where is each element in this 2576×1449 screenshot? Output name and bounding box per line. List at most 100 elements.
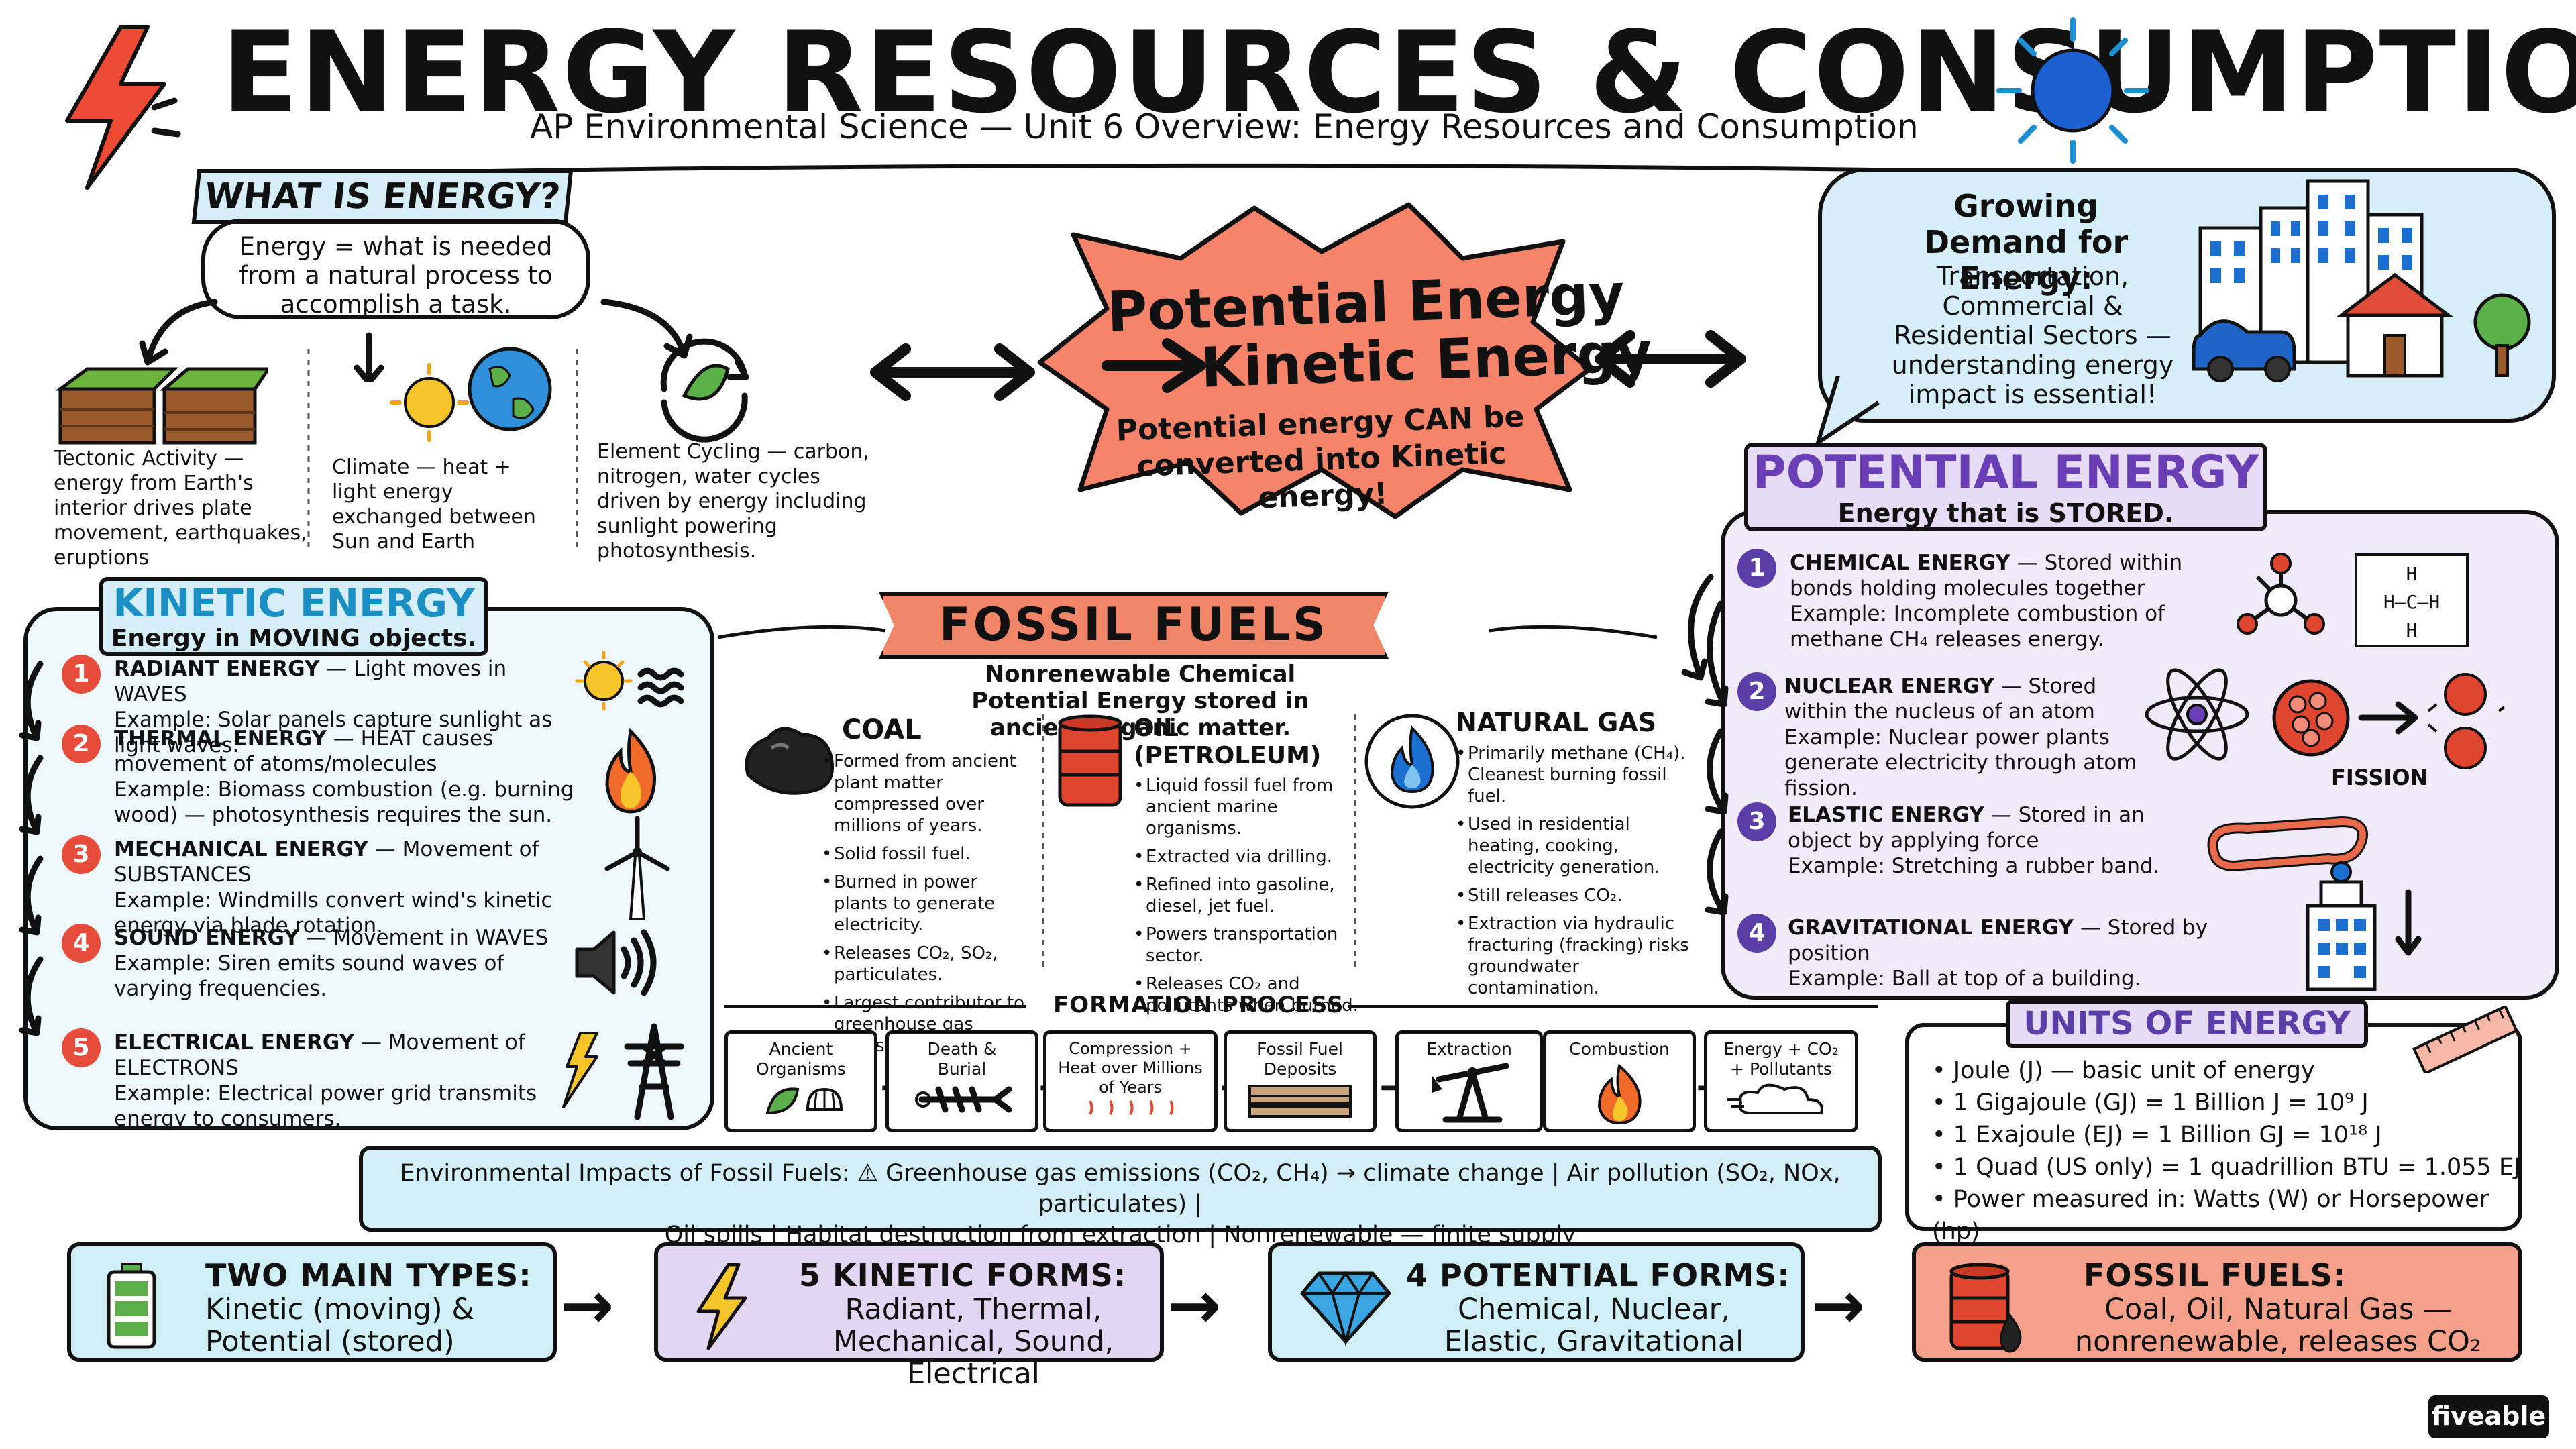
elastic-example: Example: Stretching a rubber band. (1788, 854, 2160, 878)
rubber-band-icon (2207, 816, 2368, 871)
formation-step: Combustion (1543, 1030, 1696, 1132)
unit-item: • Power measured in: Watts (W) or Horsep… (1932, 1186, 2489, 1245)
summary-potential-title: 4 POTENTIAL FORMS: (1406, 1257, 1790, 1293)
formation-step: Compression + Heat over Millions of Year… (1043, 1030, 1218, 1132)
potential-number-1: 1 (1737, 549, 1776, 588)
potential-lead-arrow (1681, 574, 1714, 681)
summary-kinetic-body: Radiant, Thermal, Mechanical, Sound, Ele… (833, 1293, 1114, 1391)
divider-1 (307, 349, 310, 550)
windmill-icon (604, 816, 670, 920)
rock-layers-icon (1248, 1085, 1352, 1118)
electrical-title: ELECTRICAL ENERGY (114, 1030, 355, 1055)
leaf-cycle-icon (660, 338, 749, 443)
page-subtitle: AP Environmental Science — Unit 6 Overvi… (530, 107, 1919, 146)
building-ball-icon (2306, 861, 2422, 991)
fossil-banner: FOSSIL FUELS (879, 592, 1389, 659)
summary-card-types: TWO MAIN TYPES: Kinetic (moving) & Poten… (67, 1242, 557, 1362)
kinetic-number-5: 5 (62, 1028, 101, 1067)
elastic-desc: — Stored in an object by applying force (1788, 803, 2145, 853)
coal-bullets: Formed from ancient plant matter compres… (822, 751, 1036, 1057)
city-icon (2192, 179, 2531, 382)
coal-bullet: Solid fossil fuel. (822, 843, 1036, 865)
leaf-shell-icon (765, 1087, 843, 1115)
summary-fossil-body: Coal, Oil, Natural Gas — nonrenewable, r… (2074, 1293, 2482, 1358)
formation-step: Fossil Fuel Deposits (1224, 1030, 1377, 1132)
gas-flame-icon (1364, 714, 1460, 809)
mechanical-title: MECHANICAL ENERGY (114, 837, 368, 861)
formation-step: Energy + CO₂ + Pollutants (1704, 1030, 1858, 1132)
coal-bullet: Formed from ancient plant matter compres… (822, 751, 1036, 837)
radiant-example: Example: Solar panels capture sunlight a… (114, 708, 553, 757)
potential-banner: POTENTIAL ENERGY Energy that is STORED. (1744, 443, 2267, 531)
right-double-arrow (1595, 330, 1746, 388)
oil-bullet: Extracted via drilling. (1134, 846, 1362, 867)
kinetic-number-4: 4 (62, 924, 101, 963)
unit-gigajoule: 1 Gigajoule (GJ) = 1 Billion J = 10⁹ J (1953, 1089, 2369, 1116)
oil-barrel-icon (1949, 1263, 2022, 1353)
energy-definition: Energy = what is needed from a natural p… (239, 232, 553, 319)
coal-icon (745, 727, 835, 795)
fiveable-logo[interactable]: fiveable (2428, 1395, 2549, 1438)
methane-h-bottom: H (2406, 619, 2418, 641)
potential-number-3: 3 (1737, 802, 1776, 841)
units-list: • Joule (J) — basic unit of energy • 1 G… (1932, 1055, 2522, 1248)
gravitational-desc: — Stored by position (1788, 916, 2208, 965)
fire-icon (605, 727, 657, 814)
sun-icon (1996, 17, 2149, 164)
formation-step-label: Fossil Fuel Deposits (1257, 1039, 1343, 1079)
fossil-title: FOSSIL FUELS (939, 598, 1328, 651)
formation-step-label: Compression + Heat over Millions of Year… (1058, 1039, 1203, 1097)
gravitational-title: GRAVITATIONAL ENERGY (1788, 916, 2074, 940)
atom-icon (2145, 668, 2249, 761)
lightning-icon (696, 1263, 747, 1350)
summary-arrow: → (560, 1268, 614, 1343)
ruler-icon (2412, 1006, 2519, 1073)
kinetic-title: KINETIC ENERGY (113, 580, 475, 626)
tectonic-text: Tectonic Activity — energy from Earth's … (54, 447, 307, 570)
fossil-divider-1 (1042, 714, 1044, 969)
formation-step-label: Combustion (1569, 1039, 1670, 1059)
unit-quad: 1 Quad (US only) = 1 quadrillion BTU = 1… (1953, 1154, 2521, 1181)
potential-item-2: NUCLEAR ENERGY — Stored within the nucle… (1784, 674, 2147, 801)
coal-bullet: Releases CO₂, SO₂, particulates. (822, 943, 1036, 985)
combustion-flame-icon (1597, 1063, 1642, 1125)
brand-name: fiveable (2431, 1401, 2546, 1431)
left-double-arrow (870, 343, 1035, 401)
potential-item-3: ELASTIC ENERGY — Stored in an object by … (1788, 802, 2197, 879)
kinetic-side-arrows (19, 661, 44, 1036)
gas-bullet: Primarily methane (CH₄). Cleanest burnin… (1456, 743, 1704, 807)
sound-desc: — Movement in WAVES (305, 926, 549, 950)
unit-item: • 1 Gigajoule (GJ) = 1 Billion J = 10⁹ J (1932, 1089, 2369, 1116)
demand-title: Growing Demand for Energy: (1923, 188, 2129, 297)
kinetic-banner: KINETIC ENERGY Energy in MOVING objects. (99, 577, 488, 656)
oil-column: OIL (PETROLEUM) Liquid fossil fuel from … (1134, 714, 1362, 1023)
sound-example: Example: Siren emits sound waves of vary… (114, 951, 504, 1001)
impacts-line-1: Environmental Impacts of Fossil Fuels: ⚠… (400, 1160, 1841, 1218)
radiant-desc: — Light moves in WAVES (114, 657, 507, 706)
coal-title: COAL (842, 714, 922, 745)
gravitational-example: Example: Ball at top of a building. (1788, 967, 2141, 991)
center-starburst (1037, 202, 1593, 519)
gas-bullet: Extraction via hydraulic fracturing (fra… (1456, 913, 1704, 999)
radiant-title: RADIANT ENERGY (114, 657, 320, 681)
fish-bones-icon (915, 1086, 1012, 1113)
electrical-example: Example: Electrical power grid transmits… (114, 1081, 537, 1131)
formation-step: Extraction (1395, 1030, 1543, 1132)
methane-hch: H—C—H (2383, 591, 2440, 613)
unit-item: • 1 Quad (US only) = 1 quadrillion BTU =… (1932, 1154, 2521, 1181)
divider-2 (576, 349, 578, 550)
energy-definition-bubble: Energy = what is needed from a natural p… (201, 219, 590, 319)
methane-formula-box: H H—C—H H (2355, 553, 2469, 647)
units-title: UNITS OF ENERGY (2023, 1005, 2351, 1042)
oil-bullet: Releases CO₂ and pollutants when burned. (1134, 973, 1362, 1016)
gas-bullet: Still releases CO₂. (1456, 885, 1704, 906)
tectonic-icon (55, 367, 268, 445)
mechanical-example: Example: Windmills convert wind's kineti… (114, 888, 553, 938)
elastic-title: ELASTIC ENERGY (1788, 803, 1984, 827)
demand-bubble (1818, 168, 2556, 423)
potential-subtitle: Energy that is STORED. (1837, 498, 2174, 528)
gas-bullets: Primarily methane (CH₄). Cleanest burnin… (1456, 743, 1704, 999)
potential-side-arrows (1705, 600, 1729, 916)
unit-power: Power measured in: Watts (W) or Horsepow… (1932, 1186, 2489, 1245)
battery-icon (107, 1263, 156, 1349)
